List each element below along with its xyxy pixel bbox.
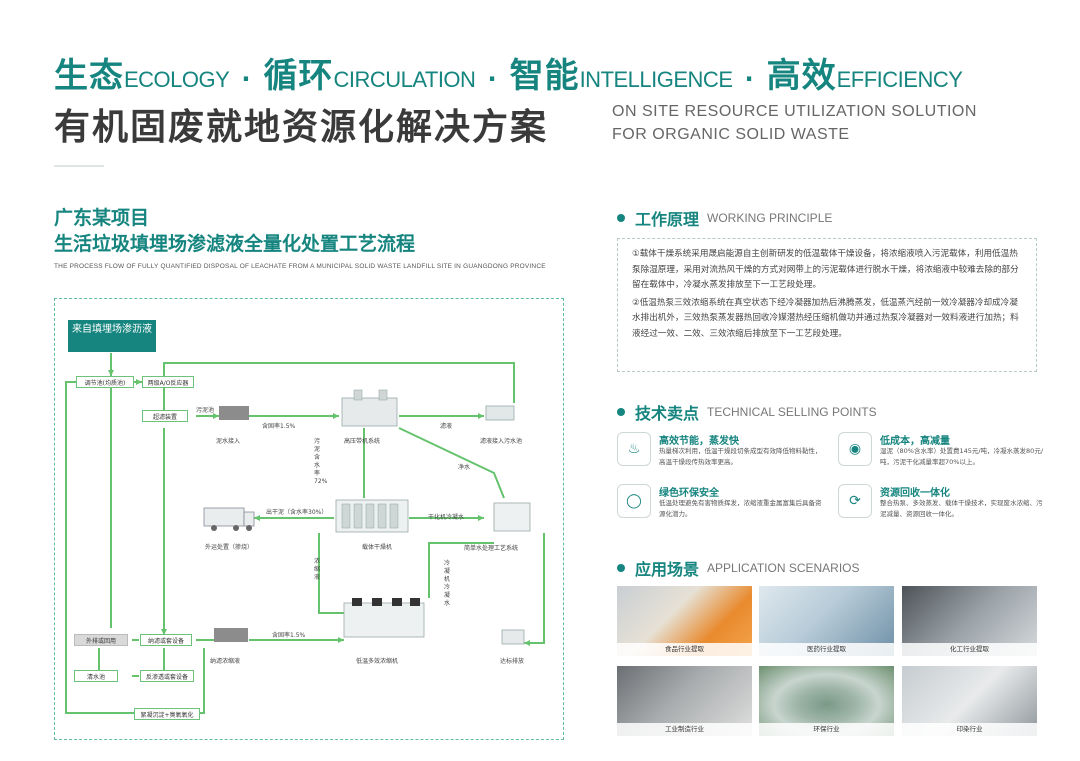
section-title-en: APPLICATION SCENARIOS — [707, 561, 860, 575]
divider — [54, 165, 104, 167]
scenario-tile: 环保行业 — [759, 666, 894, 736]
selling-point-title: 绿色环保安全 — [659, 488, 719, 499]
clean-water-tank: 清水池 — [74, 670, 118, 682]
selling-points-heading: 技术卖点 TECHNICAL SELLING POINTS — [617, 400, 877, 424]
scenario-caption: 食品行业提取 — [617, 643, 752, 656]
scenario-caption: 化工行业提取 — [902, 643, 1037, 656]
pillar-cn: 智能 — [509, 56, 580, 96]
slogan: 生态ECOLOGY · 循环CIRCULATION · 智能INTELLIGENCE · 高… — [54, 48, 963, 97]
high-pressure-belt-label: 高压带机系统 — [344, 438, 381, 445]
process-flow-lines — [65, 353, 545, 714]
title-en-line: FOR ORGANIC SOLID WASTE — [612, 126, 850, 143]
sludge-moisture-label: 污泥含水率72% — [314, 438, 328, 485]
section-title: 工作原理 — [635, 210, 700, 229]
solid-content-label: 含固率1.5% — [262, 423, 296, 430]
selling-point-title: 高效节能，蒸发快 — [659, 436, 739, 447]
project-title: 广东某项目 生活垃圾填埋场渗滤液全量化处置工艺流程 — [54, 205, 415, 257]
thermometer-icon: ♨ — [617, 432, 651, 466]
separator: · — [744, 65, 755, 93]
selling-point-title: 资源回收一体化 — [880, 488, 950, 499]
selling-point-desc: 低温处理避免有害物质挥发，浓缩液重金属富集后具备资源化潜力。 — [659, 499, 822, 518]
working-principle-text: ①载体干燥系统采用晟启能源自主创新研发的低温载体干燥设备，将浓缩液喷入污泥载体，… — [617, 238, 1037, 372]
pillar-en: EFFICIENCY — [836, 67, 963, 92]
scenario-tile: 工业制造行业 — [617, 666, 752, 736]
page-title-en: ON SITE RESOURCE UTILIZATION SOLUTION FO… — [612, 100, 977, 146]
regulating-tank: 调节池(均质池) — [76, 376, 134, 388]
bullet-icon — [617, 408, 625, 416]
ao-reactor: 两级A/O反应器 — [142, 376, 194, 388]
concentrate-label: 浓缩液 — [314, 558, 321, 581]
section-title: 应用场景 — [635, 560, 700, 579]
scenario-tile: 医药行业提取 — [759, 586, 894, 656]
scenario-caption: 工业制造行业 — [617, 723, 752, 736]
filtrate-return-label: 滤液接入污水池 — [480, 438, 523, 445]
scenarios-heading: 应用场景 APPLICATION SCENARIOS — [617, 556, 860, 580]
sludge-tank-label: 污泥池 — [196, 407, 215, 414]
dryer-condensate-label: 干化机冷凝水 — [428, 514, 465, 521]
filtrate-label: 滤液 — [440, 423, 453, 430]
offsite-disposal-label: 外运处置（掺烧） — [205, 544, 254, 551]
selling-point-title: 低成本，高减量 — [880, 436, 950, 447]
selling-point-desc: 湿泥（80%含水率）处置费145元/吨，冷凝水蒸发80元/吨，污泥干化减量率超7… — [880, 447, 1044, 466]
pillar-en: CIRCULATION — [333, 67, 476, 92]
pillar-en: ECOLOGY — [124, 67, 230, 92]
separator: · — [241, 65, 252, 93]
project-subtitle: THE PROCESS FLOW OF FULLY QUANTIFIED DIS… — [54, 263, 546, 270]
cycle-icon: ⟳ — [838, 484, 872, 518]
clean-water-label: 净水 — [458, 464, 471, 471]
carrier-dryer-label: 载体干燥机 — [362, 544, 393, 551]
pillar-cn: 循环 — [263, 56, 334, 96]
principle-paragraph: ①载体干燥系统采用晟启能源自主创新研发的低温载体干燥设备，将浓缩液喷入污泥载体，… — [632, 249, 1019, 290]
shield-icon: ◯ — [617, 484, 651, 518]
scenario-tile: 化工行业提取 — [902, 586, 1037, 656]
reverse-osmosis: 反渗透或套设备 — [140, 670, 194, 682]
coins-icon: ◉ — [838, 432, 872, 466]
principle-paragraph: ②低温热泵三效浓缩系统在真空状态下经冷凝器加热后沸腾蒸发，低温蒸汽经前一效冷凝器… — [632, 297, 1019, 339]
solid-content-label-2: 含固率1.5% — [272, 632, 306, 639]
water-treatment-label: 简单水处理工艺系统 — [464, 545, 519, 552]
pillar-en: INTELLIGENCE — [579, 67, 733, 92]
low-temp-evaporator-label: 低温多效浓缩机 — [356, 658, 399, 665]
leachate-source: 来自填埋场渗沥液 — [68, 320, 156, 352]
compliant-discharge-label: 达标排放 — [500, 658, 525, 665]
bullet-icon — [617, 564, 625, 572]
section-title: 技术卖点 — [635, 404, 700, 423]
dry-sludge-label: 出干泥（含水率30%） — [266, 509, 328, 516]
scenario-caption: 印染行业 — [902, 723, 1037, 736]
nanofiltration: 纳滤或套设备 — [140, 634, 192, 646]
pillar-cn: 高效 — [766, 56, 837, 96]
title-en-line: ON SITE RESOURCE UTILIZATION SOLUTION — [612, 103, 977, 120]
working-principle-heading: 工作原理 WORKING PRINCIPLE — [617, 206, 832, 230]
discharge-reuse: 外排或回用 — [74, 634, 128, 646]
selling-point-desc: 热量梯次利用，低温干燥段切条成型有效降低物料黏性，高温干燥段传热效率更高。 — [659, 447, 822, 466]
scenario-tile: 食品行业提取 — [617, 586, 752, 656]
scenario-caption: 医药行业提取 — [759, 643, 894, 656]
flocculation-ozone: 絮凝沉淀+臭氧氧化 — [134, 708, 200, 720]
process-flow-frame — [54, 298, 564, 740]
project-title-line: 广东某项目 — [54, 207, 150, 229]
page-title: 有机固废就地资源化解决方案 — [54, 107, 549, 148]
nf-concentrate-label: 纳滤浓缩液 — [210, 658, 241, 665]
pillar-cn: 生态 — [54, 56, 124, 96]
scenario-tile: 印染行业 — [902, 666, 1037, 736]
selling-point-desc: 整合热泵、多效蒸发、载体干燥技术，实现废水浓缩、污泥减量、资源回收一体化。 — [880, 499, 1043, 518]
scenario-caption: 环保行业 — [759, 723, 894, 736]
section-title-en: WORKING PRINCIPLE — [707, 211, 833, 225]
separator: · — [487, 65, 498, 93]
section-title-en: TECHNICAL SELLING POINTS — [707, 405, 877, 419]
bullet-icon — [617, 214, 625, 222]
ultrafiltration: 超滤装置 — [142, 410, 188, 422]
sludge-water-label: 泥水接入 — [216, 438, 241, 445]
condenser-water-label: 冷凝机冷凝水 — [444, 560, 451, 607]
project-title-line: 生活垃圾填埋场渗滤液全量化处置工艺流程 — [54, 233, 416, 255]
